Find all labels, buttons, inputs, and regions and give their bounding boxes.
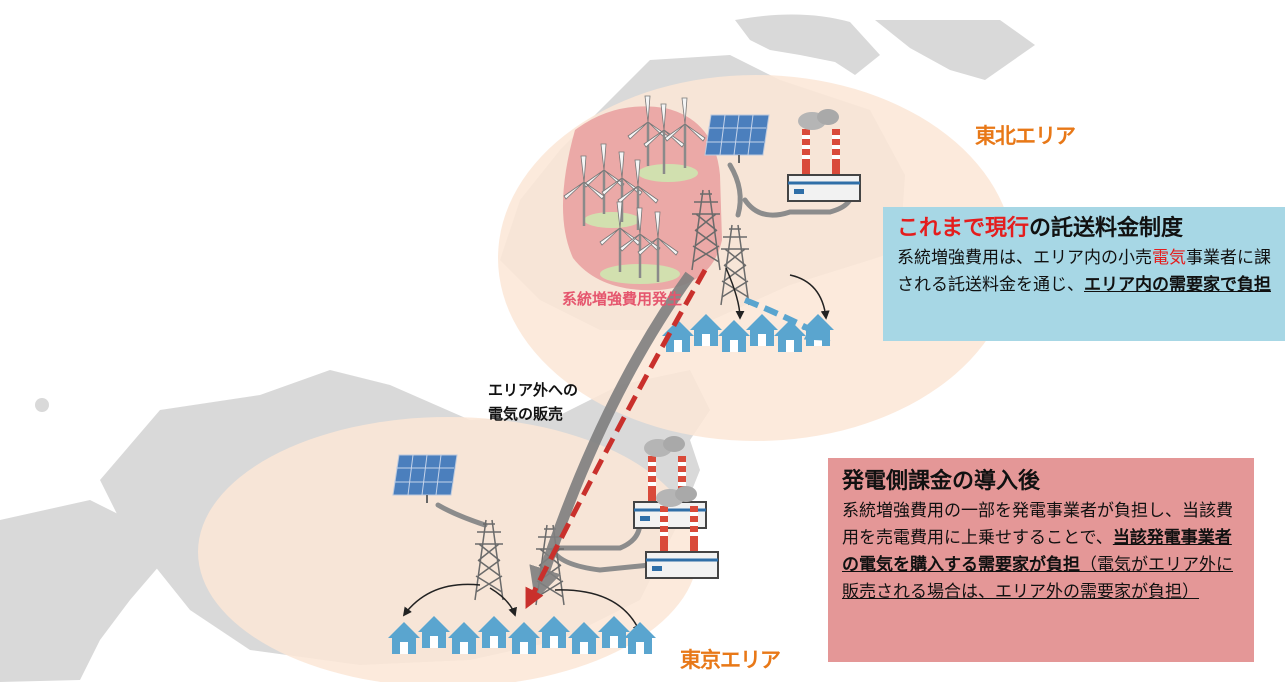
cost-occurrence-label: 系統増強費用発生 <box>562 290 683 308</box>
tohoku-area-label: 東北エリア <box>975 124 1076 148</box>
after-body-2: （電気がエリア外に販売される場合は、エリア外の需要家が負担） <box>842 555 1233 602</box>
tokyo-area-label: 東京エリア <box>680 648 781 672</box>
current-title-rest: の託送料金制度 <box>1029 216 1184 241</box>
flow-label-line-1: エリア外への <box>488 381 579 399</box>
after-introduction-box: 発電側課金の導入後 系統増強費用の一部を発電事業者が負担し、当該費用を売電費用に… <box>828 458 1254 662</box>
current-title-red: これまで現行 <box>897 216 1030 241</box>
after-body-1: 系統増強費用の一部を発電事業者が負担し、当該費用を売電費用に上乗せすることで、 <box>842 501 1233 548</box>
current-body-1: 系統増強費用は、エリア内の小売 <box>897 248 1152 268</box>
current-body-2: 事業者に課される託送料金を通じ、 <box>897 248 1271 295</box>
flow-label: エリア外への 電気の販売 <box>488 378 578 426</box>
current-system-title: これまで現行の託送料金制度 <box>897 213 1275 245</box>
current-body-bold: エリア内の需要家で負担 <box>1084 275 1271 295</box>
flow-label-line-2: 電気の販売 <box>488 405 564 423</box>
current-system-box: これまで現行の託送料金制度 系統増強費用は、エリア内の小売電気事業者に課される託… <box>883 207 1285 341</box>
local-arrow-blue-dashed <box>743 297 831 341</box>
current-body-red: 電気 <box>1152 248 1186 268</box>
sales-arrow-gray <box>529 271 695 601</box>
sales-arrow-red-dashed <box>525 268 708 609</box>
after-body-bold: 当該発電事業者の電気を購入する需要家が負担 <box>842 528 1232 575</box>
after-introduction-body: 系統増強費用の一部を発電事業者が負担し、当該費用を売電費用に上乗せすることで、当… <box>842 498 1244 606</box>
current-system-body: 系統増強費用は、エリア内の小売電気事業者に課される託送料金を通じ、エリア内の需要… <box>897 245 1275 299</box>
after-introduction-title: 発電側課金の導入後 <box>842 469 1041 494</box>
